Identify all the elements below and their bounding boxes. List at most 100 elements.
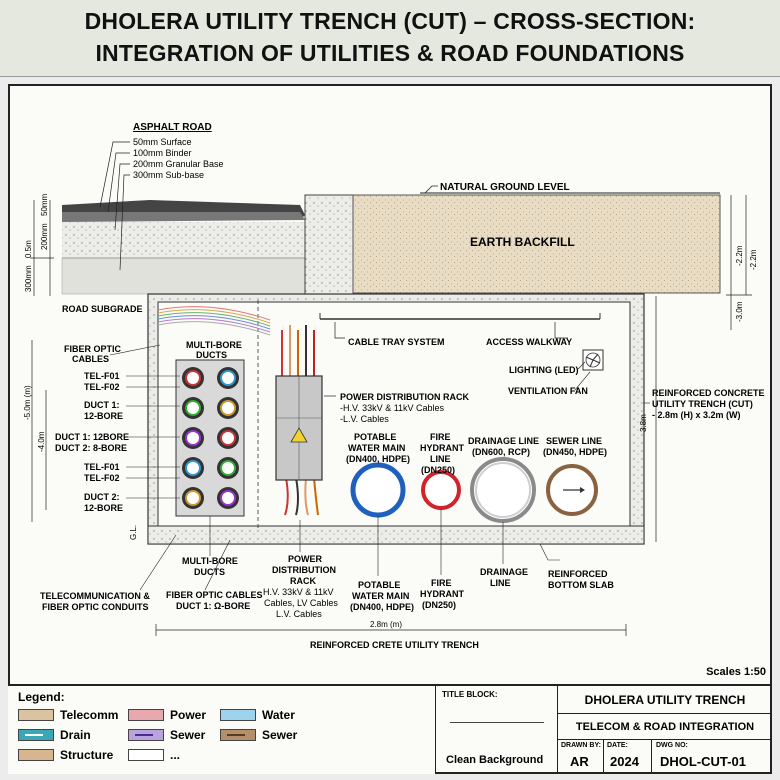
foc-bottom-label-1: FIBER OPTIC CABLES — [166, 590, 263, 600]
multibore-top-label: MULTI-BORE — [186, 340, 242, 350]
pd-bottom-label-4: H.V. 33kV & 11kV — [263, 587, 334, 597]
pd-bottom-label-6: L.V. Cables — [276, 609, 322, 619]
legend-item-water: Water — [220, 708, 295, 722]
dim-4m-label: -4.0m — [37, 431, 46, 452]
pd-bottom-label-3: RACK — [290, 576, 316, 586]
road-heading: ASPHALT ROAD — [133, 122, 212, 133]
structure-swatch — [18, 749, 54, 761]
dim-right-c: -3.0m — [735, 301, 744, 322]
duct-circles — [182, 367, 239, 509]
duct1-a-label: DUCT 1: — [84, 400, 120, 410]
water-label-2: WATER MAIN — [348, 443, 405, 453]
scale-label: Scales 1:50 — [706, 666, 766, 678]
road-subgrade-label: ROAD SUBGRADE — [62, 304, 143, 314]
sewer-arrow-icon — [128, 729, 164, 741]
legend-title: Legend: — [18, 690, 65, 704]
clean-background-label: Clean Background — [446, 754, 544, 766]
curb-block — [304, 194, 354, 296]
earth-backfill-label: EARTH BACKFILL — [470, 235, 575, 249]
title-block-label: TITLE BLOCK: — [442, 690, 498, 699]
dim-right-b: -2.2m — [749, 249, 758, 270]
pd-bottom-label-2: DISTRIBUTION — [272, 565, 336, 575]
ducts-top-label: DUCTS — [196, 350, 227, 360]
multibore-bottom-label: MULTI-BORE — [182, 556, 238, 566]
drawing-title-line-2: INTEGRATION OF UTILITIES & ROAD FOUNDATI… — [95, 40, 685, 66]
power-rack-cables — [281, 325, 319, 516]
rack-label-2: -H.V. 33kV & 11kV Cables — [340, 403, 445, 413]
cable-tray-label: CABLE TRAY SYSTEM — [348, 337, 445, 347]
pw-bottom-label-3: (DN400, HDPE) — [350, 602, 414, 612]
dim-0-5m: 0.5m — [24, 240, 33, 258]
fh-bottom-label-1: FIRE — [431, 578, 452, 588]
telecomm-swatch — [18, 709, 54, 721]
pw-bottom-label-2: WATER MAIN — [352, 591, 409, 601]
blank-swatch — [128, 749, 164, 761]
fh-bottom-label-3: (DN250) — [422, 600, 456, 610]
fh-bottom-label-2: HYDRANT — [420, 589, 465, 599]
hazard-icon — [290, 427, 308, 443]
water-label-3: (DN400, HDPE) — [346, 454, 410, 464]
dl-bottom-label-2: LINE — [490, 578, 511, 588]
date-cell: DATE: 2024 — [604, 740, 652, 774]
bottom-slab — [147, 525, 645, 545]
fire-label-3: LINE — [430, 454, 451, 464]
gl-label: G.L. — [129, 525, 138, 540]
dim-200mm: 200mm — [40, 223, 49, 250]
fire-label-2: HYDRANT — [420, 443, 465, 453]
legend-panel: Legend: Telecomm Power Water Drain Sewer… — [8, 684, 436, 774]
road-section — [61, 194, 354, 296]
road-layer-1: 50mm Surface — [133, 137, 192, 147]
sewer-label-1: SEWER LINE — [546, 436, 602, 446]
dim-right-a: -2.2m — [735, 245, 744, 266]
dl-bottom-label-1: DRAINAGE — [480, 567, 528, 577]
pd-bottom-label-1: POWER — [288, 554, 323, 564]
duct2-b-label: DUCT 2: 8-BORE — [55, 443, 127, 453]
water-label-1: POTABLE — [354, 432, 396, 442]
rc-label-2: UTILITY TRENCH (CUT) — [652, 399, 753, 409]
foc-bottom-label-2: DUCT 1: Ω-BORE — [176, 601, 250, 611]
tel-f02-a-label: TEL-F02 — [84, 382, 120, 392]
potable-water-main-pipe — [350, 462, 406, 518]
pw-bottom-label-1: POTABLE — [358, 580, 400, 590]
legend-item-telecomm: Telecomm — [18, 708, 118, 722]
drain-label-1: DRAINAGE LINE — [468, 436, 539, 446]
dim-3-8m-label: 3.8m — [639, 414, 648, 432]
lighting-label: LIGHTING (LED) — [509, 365, 579, 375]
title-block-name-2: TELECOM & ROAD INTEGRATION — [558, 714, 772, 740]
power-swatch — [128, 709, 164, 721]
telecom-conduits-label-2: FIBER OPTIC CONDUITS — [42, 602, 149, 612]
title-band: DHOLERA UTILITY TRENCH (CUT) – CROSS-SEC… — [0, 0, 780, 77]
water-swatch — [220, 709, 256, 721]
title-block-left: TITLE BLOCK: Clean Background — [436, 686, 558, 774]
drain-label-2: (DN600, RCP) — [472, 447, 530, 457]
sub-base-layer — [61, 257, 306, 295]
title-block-name-1: DHOLERA UTILITY TRENCH — [558, 686, 772, 714]
drain-arrow-icon — [18, 729, 54, 741]
drawing-title-line-1: DHOLERA UTILITY TRENCH (CUT) – CROSS-SEC… — [84, 8, 696, 34]
fan-label: VENTILATION FAN — [508, 386, 588, 396]
drawn-by-cell: DRAWN BY: AR — [558, 740, 604, 774]
legend-item-sewer-b: Sewer — [220, 728, 297, 742]
duct1-b-label: DUCT 1: 12BORE — [55, 432, 129, 442]
earth-backfill-area — [352, 194, 721, 294]
natural-ground-label: NATURAL GROUND LEVEL — [440, 182, 570, 193]
title-block: TITLE BLOCK: Clean Background DHOLERA UT… — [436, 684, 772, 774]
bore12-a-label: 12-BORE — [84, 411, 123, 421]
access-walkway-label: ACCESS WALKWAY — [486, 337, 572, 347]
rb-bottom-label-1: REINFORCED — [548, 569, 608, 579]
fiber-optic-cable-bundle — [157, 306, 271, 336]
fire-label-1: FIRE — [430, 432, 451, 442]
legend-item-structure: Structure — [18, 748, 113, 762]
rc-label-3: - 2.8m (H) x 3.2m (W) — [652, 410, 741, 420]
legend-item-drain: Drain — [18, 728, 91, 742]
ducts-bottom-label: DUCTS — [194, 567, 225, 577]
legend-item-other: ... — [128, 748, 180, 762]
tel-f02-b-label: TEL-F02 — [84, 473, 120, 483]
bore12-c-label: 12-BORE — [84, 503, 123, 513]
duct2-c-label: DUCT 2: — [84, 492, 120, 502]
title-block-line — [450, 722, 544, 723]
fire-hydrant-pipe — [421, 470, 461, 510]
dim-5m-label: -5.0m (m) — [23, 385, 32, 420]
telecom-conduits-label-1: TELECOMMUNICATION & — [40, 591, 150, 601]
